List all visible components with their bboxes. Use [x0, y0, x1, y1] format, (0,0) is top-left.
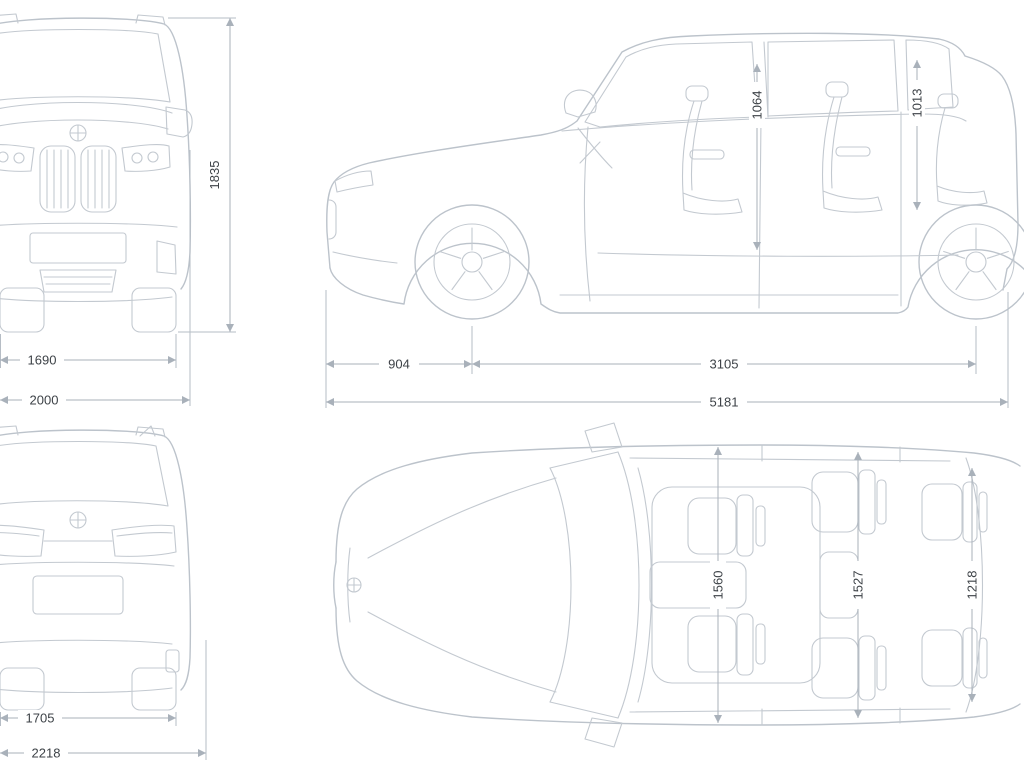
front-tire-left — [0, 287, 45, 333]
rear-tire-right — [131, 667, 177, 711]
top-view-drawing — [333, 422, 1021, 748]
dim-label-middle-interior-width: 1527 — [851, 571, 866, 600]
dim-label-rear-headroom: 1013 — [910, 89, 925, 118]
front-view-drawing — [0, 13, 193, 333]
taillight-right — [111, 524, 177, 557]
dim-label-front-overhang: 904 — [388, 357, 410, 372]
dim-label-front-interior-width: 1560 — [711, 571, 726, 600]
side-headlight — [334, 170, 374, 193]
headlight-right — [121, 143, 171, 172]
rear-license-plate — [32, 575, 124, 615]
license-plate — [29, 232, 127, 264]
side-mirror — [564, 89, 597, 118]
dim-label-track-width: 1690 — [28, 353, 57, 368]
rear-tire-left — [0, 667, 45, 711]
door-handle-rear — [835, 146, 871, 157]
rear-view-drawing — [0, 425, 192, 711]
side-view-dimensions: 1064 1013 904 3105 5181 — [325, 60, 1009, 410]
door-handle-front — [689, 149, 725, 160]
dim-label-overall-length: 5181 — [710, 395, 739, 410]
front-seat-headrest — [685, 85, 709, 102]
dim-label-rear-interior-width: 1218 — [965, 571, 980, 600]
second-row-headrest — [825, 81, 849, 98]
front-mirror-right — [165, 106, 193, 138]
top-mirror-left — [584, 422, 623, 453]
kidney-grille-right — [80, 145, 117, 213]
headlight-left — [0, 143, 35, 172]
front-view-dimensions: 1835 1690 2000 — [0, 17, 236, 408]
front-tire-right — [131, 287, 177, 333]
dim-label-front-headroom: 1064 — [750, 91, 765, 120]
rear-view-dimensions: 1705 2218 — [0, 640, 207, 761]
dim-label-overall-height: 1835 — [207, 161, 222, 190]
dim-label-wheelbase: 3105 — [710, 357, 739, 372]
center-console — [649, 561, 747, 609]
top-view-dimensions: 1560 1527 1218 — [710, 447, 980, 723]
front-wheel — [414, 204, 530, 320]
top-mirror-right — [584, 717, 623, 748]
dim-label-overall-width: 2218 — [32, 746, 61, 761]
side-view-drawing — [326, 32, 1024, 320]
dim-label-body-width: 2000 — [30, 393, 59, 408]
antenna-fin — [139, 425, 156, 437]
taillight-left — [0, 524, 45, 557]
third-row-headrest — [937, 93, 959, 109]
kidney-grille-left — [39, 145, 76, 213]
dim-label-rear-track: 1705 — [26, 711, 55, 726]
